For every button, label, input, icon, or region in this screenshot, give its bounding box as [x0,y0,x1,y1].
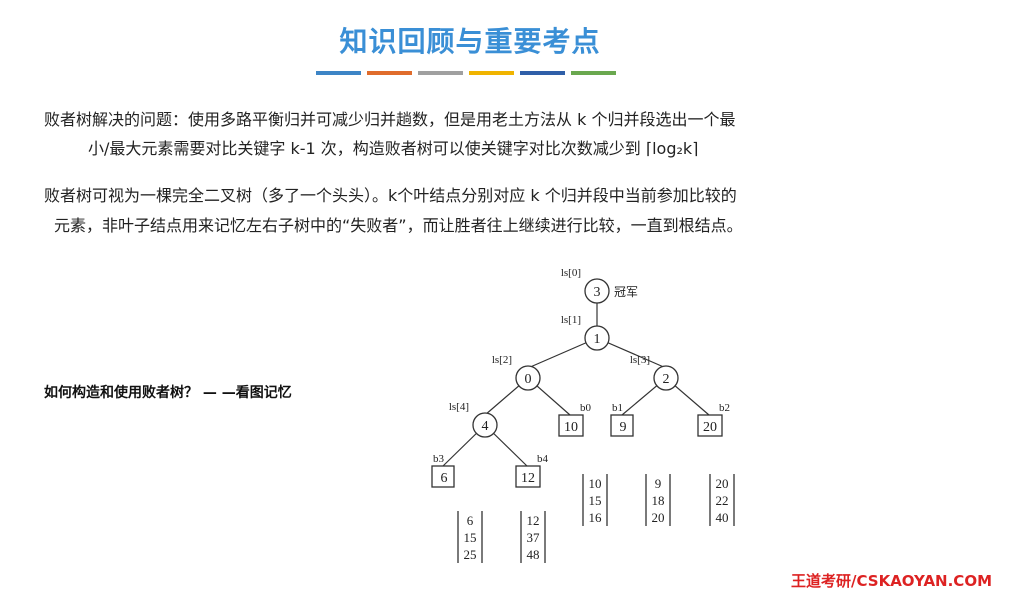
question-text: 如何构造和使用败者树？ — —看图记忆 [44,385,292,401]
leaf-label: b3 [433,453,445,465]
node-value: 1 [594,332,601,347]
internal-node [515,365,541,391]
leaf-node [610,414,634,437]
run-value: 20 [716,476,729,491]
run-value: 15 [589,493,602,508]
accent-bar [316,71,361,75]
run-value: 18 [652,493,665,508]
accent-bar [520,71,565,75]
leaf-value: 12 [521,471,535,486]
internal-node [584,325,610,351]
run-value: 48 [527,547,540,562]
leaf-label: b1 [612,402,623,414]
para2-line1: 败者树可视为一棵完全二叉树（多了一个头头）。k个叶结点分别对应 k 个归并段中当… [44,186,737,205]
internal-node [653,365,679,391]
leaf-value: 20 [703,420,717,435]
champion-label: 冠军 [614,285,638,299]
leaf-value: 10 [564,420,578,435]
run-value: 20 [652,510,665,525]
run-value: 12 [527,513,540,528]
leaf-label: b0 [580,402,592,414]
run-value: 16 [589,510,603,525]
run-value: 25 [464,547,477,562]
run-value: 40 [716,510,729,525]
para1-line1: 败者树解决的问题：使用多路平衡归并可减少归并趟数，但是用老土方法从 k 个归并段… [44,110,736,129]
node-value: 4 [482,419,489,434]
internal-node [584,278,610,304]
page-title: 知识回顾与重要考点 [339,25,601,58]
leaf-node [697,414,723,437]
run-value: 37 [527,530,541,545]
accent-bar [367,71,412,75]
run-value: 9 [655,476,662,491]
leaf-value: 9 [620,420,627,435]
para1-line2: 小/最大元素需要对比关键字 k-1 次，构造败者树可以使关键字对比次数减少到 ⌈… [88,139,699,158]
footer-brand: 王道考研/CSKAOYAN.COM [791,572,992,590]
accent-bar [418,71,463,75]
node-label: ls[2] [492,354,512,366]
node-label: ls[1] [561,314,581,326]
run-value: 6 [467,513,474,528]
run-value: 10 [589,476,602,491]
leaf-value: 6 [441,471,448,486]
node-label: ls[3] [630,354,650,366]
internal-node [472,412,498,438]
node-label: ls[0] [561,267,581,279]
node-value: 2 [663,372,670,387]
accent-bar [571,71,616,75]
accent-bars [316,71,616,75]
node-label: ls[4] [449,401,469,413]
run-value: 15 [464,530,477,545]
leaf-label: b2 [719,402,730,414]
leaf-node [558,414,584,437]
leaf-label: b4 [537,453,549,465]
para2-line2: 元素，非叶子结点用来记忆左右子树中的“失败者”，而让胜者往上继续进行比较，一直到… [54,216,743,235]
leaf-node [431,465,455,488]
accent-bar [469,71,514,75]
node-value: 0 [525,372,532,387]
leaf-node [515,465,541,488]
run-value: 22 [716,493,729,508]
node-value: 3 [594,285,601,300]
